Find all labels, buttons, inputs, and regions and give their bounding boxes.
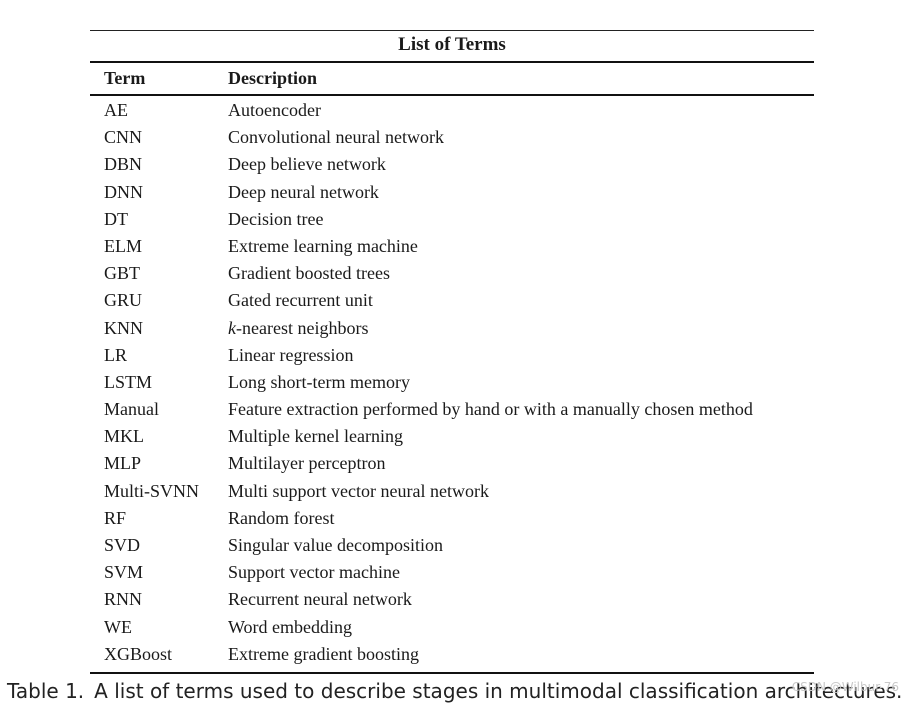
- description-cell: k-nearest neighbors: [228, 315, 368, 342]
- table-title: List of Terms: [398, 34, 506, 55]
- table-row: Multi-SVNN Multi support vector neural ne…: [90, 478, 814, 505]
- table-caption: Table 1. A list of terms used to describe…: [7, 676, 902, 706]
- description-rest: -nearest neighbors: [236, 317, 369, 338]
- term-cell: MLP: [104, 453, 142, 474]
- table-row: GBT Gradient boosted trees: [90, 260, 814, 287]
- term-cell: WE: [104, 616, 132, 637]
- table-row: XGBoost Extreme gradient boosting: [90, 641, 814, 668]
- top-rule: [90, 30, 814, 31]
- description-cell: Support vector machine: [228, 562, 400, 583]
- term-cell: GBT: [104, 263, 140, 284]
- description-cell: Long short-term memory: [228, 371, 410, 392]
- caption-label: Table 1.: [7, 679, 85, 703]
- caption-text: A list of terms used to describe stages …: [94, 679, 903, 703]
- term-cell: DT: [104, 208, 128, 229]
- term-cell: Multi-SVNN: [104, 480, 200, 501]
- header-description: Description: [228, 68, 317, 88]
- table-bottom-rule: [90, 672, 814, 674]
- description-cell: Multi support vector neural network: [228, 480, 489, 501]
- description-cell: Gradient boosted trees: [228, 263, 390, 284]
- table-row: CNN Convolutional neural network: [90, 124, 814, 151]
- table-body: AE Autoencoder CNN Convolutional neural ne…: [90, 97, 814, 668]
- description-cell: Extreme learning machine: [228, 235, 418, 256]
- table-row: LSTM Long short-term memory: [90, 369, 814, 396]
- header-bottom-rule: [90, 94, 814, 96]
- table-row: Manual Feature extraction performed by ha…: [90, 396, 814, 423]
- term-cell: DNN: [104, 181, 143, 202]
- term-cell: XGBoost: [104, 643, 173, 664]
- term-cell: LSTM: [104, 371, 153, 392]
- description-italic-k: k: [228, 317, 236, 338]
- description-cell: Gated recurrent unit: [228, 290, 373, 311]
- term-cell: LR: [104, 344, 128, 365]
- term-cell: ELM: [104, 235, 142, 256]
- table-row: MKL Multiple kernel learning: [90, 423, 814, 450]
- header-top-rule: [90, 61, 814, 63]
- table-row: MLP Multilayer perceptron: [90, 450, 814, 477]
- description-cell: Linear regression: [228, 344, 354, 365]
- term-cell: DBN: [104, 154, 143, 175]
- table-row: RF Random forest: [90, 505, 814, 532]
- table-row: GRU Gated recurrent unit: [90, 287, 814, 314]
- table-row: KNN k-nearest neighbors: [90, 315, 814, 342]
- description-cell: Multiple kernel learning: [228, 426, 403, 447]
- description-cell: Word embedding: [228, 616, 353, 637]
- table-row: RNN Recurrent neural network: [90, 586, 814, 613]
- description-cell: Feature extraction performed by hand or …: [228, 399, 753, 420]
- term-cell: RNN: [104, 589, 143, 610]
- term-cell: KNN: [104, 317, 143, 338]
- table-row: SVD Singular value decomposition: [90, 532, 814, 559]
- term-cell: SVD: [104, 535, 141, 555]
- table-row: DNN Deep neural network: [90, 179, 814, 206]
- table-row: LR Linear regression: [90, 342, 814, 369]
- term-cell: SVM: [104, 562, 144, 583]
- table-row: DBN Deep believe network: [90, 151, 814, 178]
- description-cell: Extreme gradient boosting: [228, 643, 419, 664]
- table-row: ELM Extreme learning machine: [90, 233, 814, 260]
- table-row: SVM Support vector machine: [90, 559, 814, 586]
- description-cell: Deep believe network: [228, 154, 386, 175]
- description-cell: Random forest: [228, 507, 335, 528]
- description-cell: Multilayer perceptron: [228, 453, 386, 474]
- term-cell: CNN: [104, 127, 143, 148]
- description-cell: Decision tree: [228, 208, 324, 229]
- description-cell: Deep neural network: [228, 181, 379, 202]
- description-cell: Convolutional neural network: [228, 127, 444, 148]
- header-term: Term: [104, 68, 146, 88]
- term-cell: MKL: [104, 426, 144, 447]
- term-cell: Manual: [104, 399, 159, 420]
- description-cell: Singular value decomposition: [228, 535, 443, 555]
- table-header-row: Term Description: [90, 64, 814, 92]
- description-cell: Recurrent neural network: [228, 589, 412, 610]
- table-row: DT Decision tree: [90, 206, 814, 233]
- term-cell: GRU: [104, 290, 143, 311]
- term-cell: RF: [104, 507, 127, 528]
- table-row: WE Word embedding: [90, 614, 814, 641]
- table-row: AE Autoencoder: [90, 97, 814, 124]
- watermark: CSDN @Wilbur-76: [791, 680, 899, 694]
- term-cell: AE: [104, 100, 128, 120]
- description-cell: Autoencoder: [228, 100, 321, 120]
